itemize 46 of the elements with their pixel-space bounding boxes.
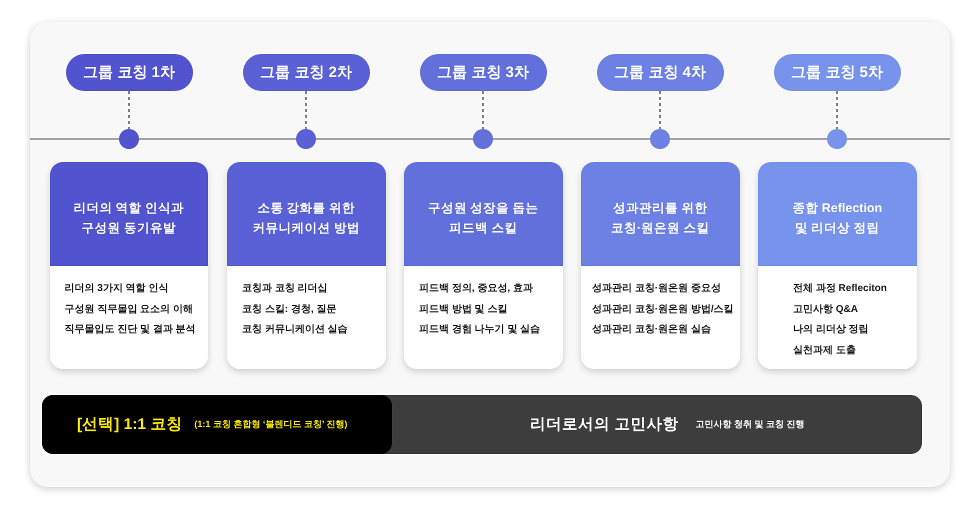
list-item: 성과관리 코칭·원온원 중요성 (592, 282, 721, 296)
list-item: 리더의 3가지 역할 인식 (64, 282, 168, 296)
module-card (404, 162, 562, 369)
timeline-line (493, 138, 650, 140)
dashed-connector (305, 91, 307, 129)
banner-title: 리더로서의 고민사항 (530, 415, 678, 435)
banner-note: 고민사항 청취 및 코칭 진행 (695, 418, 804, 431)
list-item: 고민사항 Q&A (793, 302, 858, 316)
dashed-connector (659, 91, 661, 129)
session-pill: 그룹 코칭 3차 (420, 54, 546, 91)
session-pill: 그룹 코칭 4차 (596, 54, 724, 91)
module-card (227, 162, 386, 369)
list-item: 피드백 경험 나누기 및 실습 (419, 323, 540, 337)
option-note: (1:1 코칭 혼합형 ‘블렌디드 코칭’ 진행) (194, 418, 348, 431)
session-pill: 그룹 코칭 1차 (66, 54, 192, 91)
card-header: 종합 Reflection 및 리더상 정립 (758, 162, 916, 266)
list-item: 실천과제 도출 (793, 344, 856, 358)
dashed-connector (128, 91, 130, 129)
card-header: 성과관리를 위한 코칭·원온원 스킬 (581, 162, 740, 266)
timeline-line (670, 138, 827, 140)
list-item: 전체 과정 Refleciton (793, 282, 887, 296)
list-item: 코칭과 코칭 리더십 (242, 282, 328, 296)
list-item: 성과관리 코칭·원온원 방법/스킬 (592, 302, 734, 316)
session-pill: 그룹 코칭 2차 (242, 54, 370, 91)
dashed-connector (482, 91, 484, 129)
list-item: 코칭 커뮤니케이션 실습 (242, 323, 348, 337)
list-item: 피드백 방법 및 스킬 (419, 302, 508, 316)
option-box (42, 395, 392, 454)
dashed-connector (836, 91, 838, 129)
list-item: 성과관리 코칭·원온원 실습 (592, 323, 711, 337)
option-title: [선택] 1:1 코칭 (77, 415, 182, 435)
list-item: 피드백 정의, 중요성, 효과 (419, 282, 533, 296)
module-card (50, 162, 208, 369)
list-item: 코칭 스킬: 경청, 질문 (242, 302, 336, 316)
session-pill: 그룹 코칭 5차 (774, 54, 900, 91)
banner-bar (42, 395, 922, 454)
module-card (581, 162, 740, 369)
card-header: 소통 강화를 위한 커뮤니케이션 방법 (227, 162, 386, 266)
module-card (758, 162, 916, 369)
timeline-line (316, 138, 473, 140)
card-header: 구성원 성장을 돕는 피드백 스킬 (404, 162, 562, 266)
list-item: 나의 리더상 정립 (793, 323, 869, 337)
timeline-line (139, 138, 296, 140)
list-item: 직무몰입도 진단 및 결과 분석 (64, 323, 196, 337)
card-header: 리더의 역할 인식과 구성원 동기유발 (50, 162, 208, 266)
list-item: 구성원 직무몰입 요소의 이해 (64, 302, 193, 316)
